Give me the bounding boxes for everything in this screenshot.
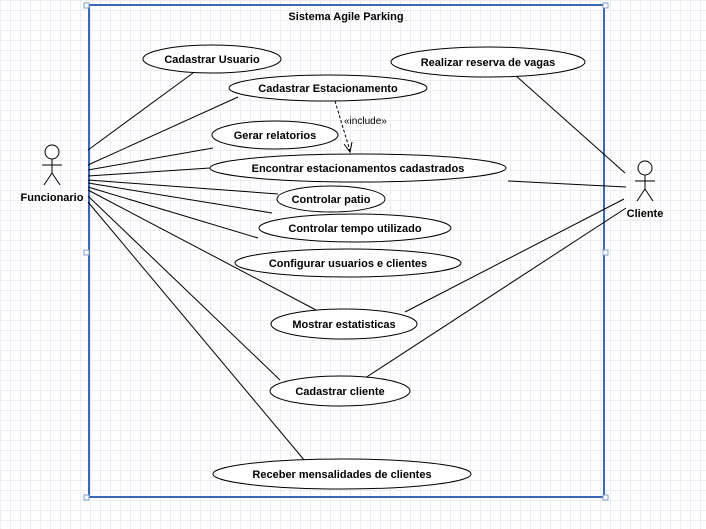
cliente-associations <box>361 74 627 381</box>
use-case-realizar-reserva[interactable]: Realizar reserva de vagas <box>390 46 586 78</box>
use-case-encontrar-estacionamentos[interactable]: Encontrar estacionamentos cadastrados <box>209 153 507 183</box>
use-case-cadastrar-cliente-label: Cadastrar cliente <box>295 386 384 398</box>
include-label: «include» <box>344 116 387 127</box>
use-case-gerar-relatorios-label: Gerar relatorios <box>234 130 317 142</box>
use-case-cadastrar-estacionamento-label: Cadastrar Estacionamento <box>258 83 398 95</box>
use-case-controlar-patio-label: Controlar patio <box>292 194 371 206</box>
actor-cliente[interactable] <box>635 160 655 202</box>
use-case-realizar-reserva-label: Realizar reserva de vagas <box>421 57 556 69</box>
use-case-cadastrar-cliente[interactable]: Cadastrar cliente <box>269 375 411 407</box>
use-case-configurar-usuarios-label: Configurar usuarios e clientes <box>269 258 427 270</box>
use-case-cadastrar-usuario[interactable]: Cadastrar Usuario <box>142 44 282 74</box>
use-case-cadastrar-estacionamento[interactable]: Cadastrar Estacionamento <box>228 74 428 102</box>
actor-funcionario-label: Funcionario <box>21 192 84 204</box>
use-case-controlar-patio[interactable]: Controlar patio <box>276 185 386 213</box>
use-case-mostrar-estatisticas[interactable]: Mostrar estatisticas <box>270 308 418 340</box>
use-case-mostrar-estatisticas-label: Mostrar estatisticas <box>292 319 395 331</box>
actor-funcionario[interactable] <box>42 144 62 186</box>
use-case-controlar-tempo[interactable]: Controlar tempo utilizado <box>258 213 452 243</box>
use-case-cadastrar-usuario-label: Cadastrar Usuario <box>164 54 260 66</box>
use-case-receber-mensalidades-label: Receber mensalidades de clientes <box>252 469 431 481</box>
use-case-controlar-tempo-label: Controlar tempo utilizado <box>288 223 422 235</box>
use-case-gerar-relatorios[interactable]: Gerar relatorios <box>211 120 339 150</box>
system-title: Sistema Agile Parking <box>288 11 403 23</box>
selection-handles <box>83 2 609 501</box>
use-case-receber-mensalidades[interactable]: Receber mensalidades de clientes <box>212 458 472 490</box>
actor-cliente-label: Cliente <box>627 208 664 220</box>
funcionario-associations <box>87 72 317 462</box>
use-case-configurar-usuarios[interactable]: Configurar usuarios e clientes <box>234 248 462 278</box>
use-case-encontrar-estacionamentos-label: Encontrar estacionamentos cadastrados <box>252 163 465 175</box>
include-dependency: «include» <box>334 100 387 154</box>
